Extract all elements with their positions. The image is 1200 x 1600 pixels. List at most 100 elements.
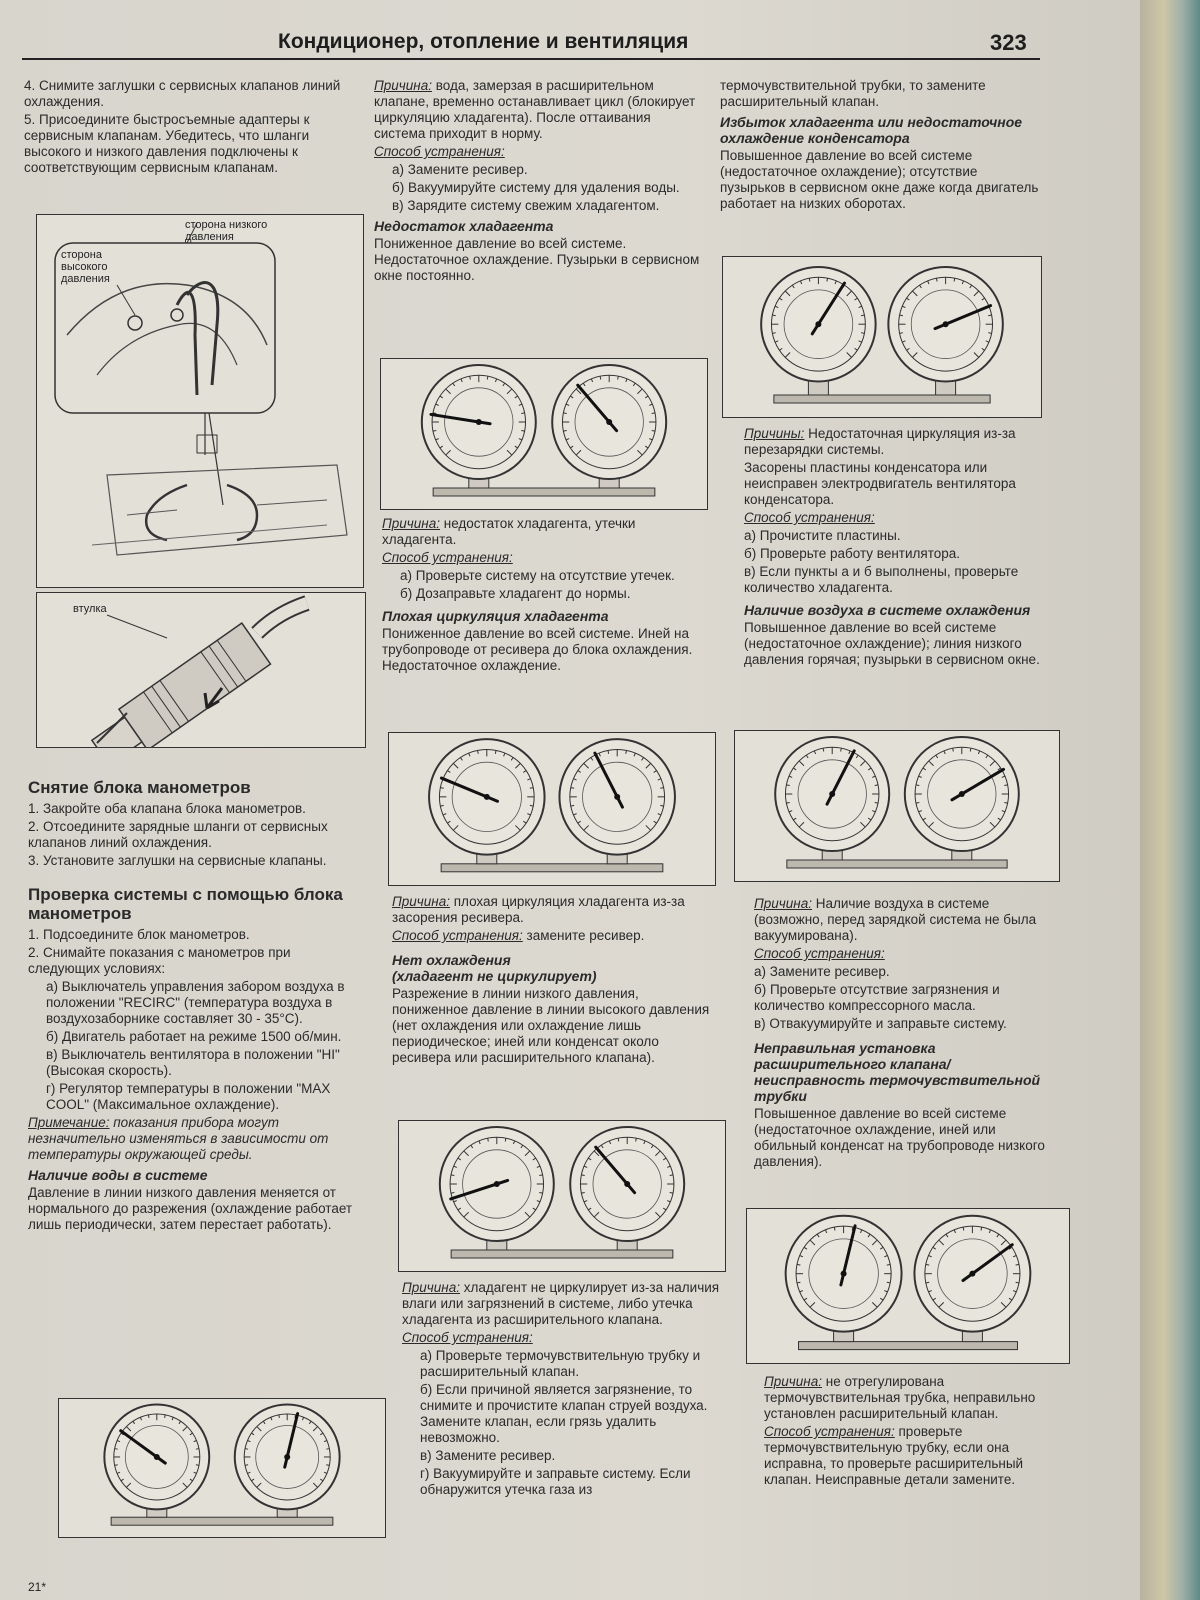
excess-fix-b: б) Проверьте работу вентилятора. bbox=[744, 546, 960, 561]
high-pressure-gauge bbox=[551, 364, 668, 489]
check-cond-v: в) Выключатель вентилятора в положении "… bbox=[46, 1047, 340, 1078]
manifold-bar bbox=[798, 1341, 1018, 1351]
lack-cause: недостаток хладагента, утечки хладагента… bbox=[382, 516, 636, 547]
nocool-fix-a: а) Проверьте термочувствительную трубку … bbox=[420, 1348, 701, 1379]
gauge-pair-drawing bbox=[428, 738, 676, 873]
col2-bottom-text: Причина: хладагент не циркулирует из-за … bbox=[402, 1280, 732, 1500]
engine-bay-drawing bbox=[54, 222, 348, 556]
high-pressure-gauge bbox=[887, 265, 1004, 396]
check-step-1: 1. Подсоедините блок манометров. bbox=[28, 927, 250, 942]
excess-fix-a: а) Прочистите пластины. bbox=[744, 528, 901, 543]
excess-cause-label: Причины: bbox=[744, 426, 805, 441]
air-text: Повышенное давление во всей системе (нед… bbox=[744, 620, 1040, 667]
low-pressure-gauge bbox=[428, 738, 546, 865]
excess-cause-2: Засорены пластины конденсатора или неисп… bbox=[744, 460, 1016, 507]
manifold-bar bbox=[773, 394, 991, 404]
col2-top-text: Причина: вода, замерзая в расширительном… bbox=[374, 78, 700, 286]
low-pressure-gauge bbox=[103, 1403, 211, 1518]
nocool-cause-label: Причина: bbox=[402, 1280, 460, 1295]
gauge-pair-drawing bbox=[760, 265, 1004, 404]
figure-quick-coupler: втулка bbox=[36, 592, 366, 748]
gauge-pair-drawing bbox=[420, 364, 668, 497]
lack-text: Пониженное давление во всей системе. Нед… bbox=[374, 236, 700, 283]
water-cause: вода, замерзая в расширительном клапане,… bbox=[374, 78, 696, 141]
col1-top-text: 4. Снимите заглушки с сервисных клапанов… bbox=[24, 78, 356, 178]
air-fix-v: в) Отвакуумируйте и заправьте систему. bbox=[754, 1016, 1007, 1031]
air-fix-label: Способ устранения: bbox=[754, 946, 885, 961]
low-pressure-gauge bbox=[420, 364, 537, 489]
poor-title: Плохая циркуляция хладагента bbox=[382, 608, 609, 624]
step-5: 5. Присоедините быстросъемные адаптеры к… bbox=[24, 112, 310, 175]
gauge-figure-lack bbox=[380, 358, 708, 510]
high-pressure-gauge bbox=[569, 1126, 686, 1251]
water-fix-v: в) Зарядите систему свежим хладагентом. bbox=[392, 198, 660, 213]
label-sleeve: втулка bbox=[73, 603, 107, 615]
high-pressure-gauge bbox=[558, 738, 676, 865]
page-edge bbox=[1140, 0, 1200, 1600]
gauge-pair-drawing bbox=[438, 1126, 686, 1259]
air-cause: Наличие воздуха в системе (возможно, пер… bbox=[754, 896, 1037, 943]
water-cause-label: Причина: bbox=[374, 78, 432, 93]
gauge-pair-drawing bbox=[103, 1403, 341, 1526]
excess-fix-label: Способ устранения: bbox=[744, 510, 875, 525]
lack-fix-label: Способ устранения: bbox=[382, 550, 513, 565]
valve-title: Неправильная установка расширительного к… bbox=[754, 1040, 1041, 1104]
section-removal-title: Снятие блока манометров bbox=[28, 778, 251, 797]
nocool-title-2: (хладагент не циркулирует) bbox=[392, 968, 597, 984]
note-text: показания прибора могут незначительно из… bbox=[28, 1115, 329, 1162]
water-fix-a: а) Замените ресивер. bbox=[392, 162, 528, 177]
page-title: Кондиционер, отопление и вентиляция bbox=[278, 30, 689, 53]
nocool-fix-g: г) Вакуумируйте и заправьте систему. Есл… bbox=[420, 1466, 691, 1497]
step-4: 4. Снимите заглушки с сервисных клапанов… bbox=[24, 78, 341, 109]
poor-fix-label: Способ устранения: bbox=[392, 928, 523, 943]
air-cause-label: Причина: bbox=[754, 896, 812, 911]
manifold-bar bbox=[450, 1249, 674, 1259]
valve-cause: не отрегулирована термочувствительная тр… bbox=[764, 1374, 1036, 1421]
low-pressure-gauge bbox=[760, 265, 877, 396]
col3-lower-text: Причина: Наличие воздуха в системе (возм… bbox=[754, 896, 1054, 1172]
quick-coupler-drawing bbox=[90, 595, 310, 747]
col3-top-text: термочувствительной трубки, то замените … bbox=[720, 78, 1040, 214]
nocool-fix-b: б) Если причиной является загрязнение, т… bbox=[420, 1382, 708, 1445]
poor-cause: плохая циркуляция хладагента из-за засор… bbox=[392, 894, 685, 925]
valve-text: Повышенное давление во всей системе (нед… bbox=[754, 1106, 1045, 1169]
air-fix-a: а) Замените ресивер. bbox=[754, 964, 890, 979]
footer-mark: 21* bbox=[28, 1580, 47, 1594]
nocool-fix-v: в) Замените ресивер. bbox=[420, 1448, 556, 1463]
valve-fix: проверьте термочувствительную трубку, ес… bbox=[764, 1424, 1024, 1487]
gauge-figure-nocool bbox=[398, 1120, 726, 1272]
excess-title: Избыток хладагента или недостаточное охл… bbox=[720, 114, 1023, 146]
gauge-pair-drawing bbox=[784, 1214, 1032, 1351]
manifold-bar bbox=[432, 487, 656, 497]
high-pressure-gauge bbox=[233, 1403, 341, 1518]
removal-step-2: 2. Отсоедините зарядные шланги от сервис… bbox=[28, 819, 328, 850]
high-pressure-gauge bbox=[903, 736, 1020, 861]
nocool-fix-label: Способ устранения: bbox=[402, 1330, 533, 1345]
water-fix-label: Способ устранения: bbox=[374, 144, 505, 159]
air-fix-b: б) Проверьте отсутствие загрязнения и ко… bbox=[754, 982, 1000, 1013]
water-text: Давление в линии низкого давления меняет… bbox=[28, 1185, 353, 1232]
poor-fix: замените ресивер. bbox=[522, 928, 645, 943]
removal-step-1: 1. Закройте оба клапана блока манометров… bbox=[28, 801, 306, 816]
lack-fix-a: а) Проверьте систему на отсутствие утече… bbox=[400, 568, 675, 583]
nocool-title-1: Нет охлаждения bbox=[392, 952, 511, 968]
low-pressure-gauge bbox=[784, 1214, 903, 1343]
check-cond-a: а) Выключатель управления забором воздух… bbox=[46, 979, 345, 1026]
gauge-pair-drawing bbox=[774, 736, 1020, 869]
excess-fix-v: в) Если пункты а и б выполнены, проверьт… bbox=[744, 564, 1019, 595]
lack-fix-b: б) Дозаправьте хладагент до нормы. bbox=[400, 586, 631, 601]
nocool-text: Разрежение в линии низкого давления, пон… bbox=[392, 986, 710, 1065]
lack-cause-label: Причина: bbox=[382, 516, 440, 531]
gauge-figure-excess bbox=[722, 256, 1042, 418]
valve-cause-label: Причина: bbox=[764, 1374, 822, 1389]
removal-step-3: 3. Установите заглушки на сервисные клап… bbox=[28, 853, 327, 868]
col3-mid-text: Причины: Недостаточная циркуляция из-за … bbox=[744, 426, 1044, 670]
note-label: Примечание: bbox=[28, 1115, 110, 1130]
check-cond-b: б) Двигатель работает на режиме 1500 об/… bbox=[46, 1029, 342, 1044]
manifold-bar bbox=[786, 859, 1008, 869]
gauge-figure-valve bbox=[746, 1208, 1070, 1364]
nocool-cause: хладагент не циркулирует из-за наличия в… bbox=[402, 1280, 720, 1327]
gauge-figure-poor bbox=[388, 732, 716, 886]
col3-continuation: термочувствительной трубки, то замените … bbox=[720, 78, 986, 109]
book-page: Кондиционер, отопление и вентиляция 323 … bbox=[0, 0, 1140, 1600]
